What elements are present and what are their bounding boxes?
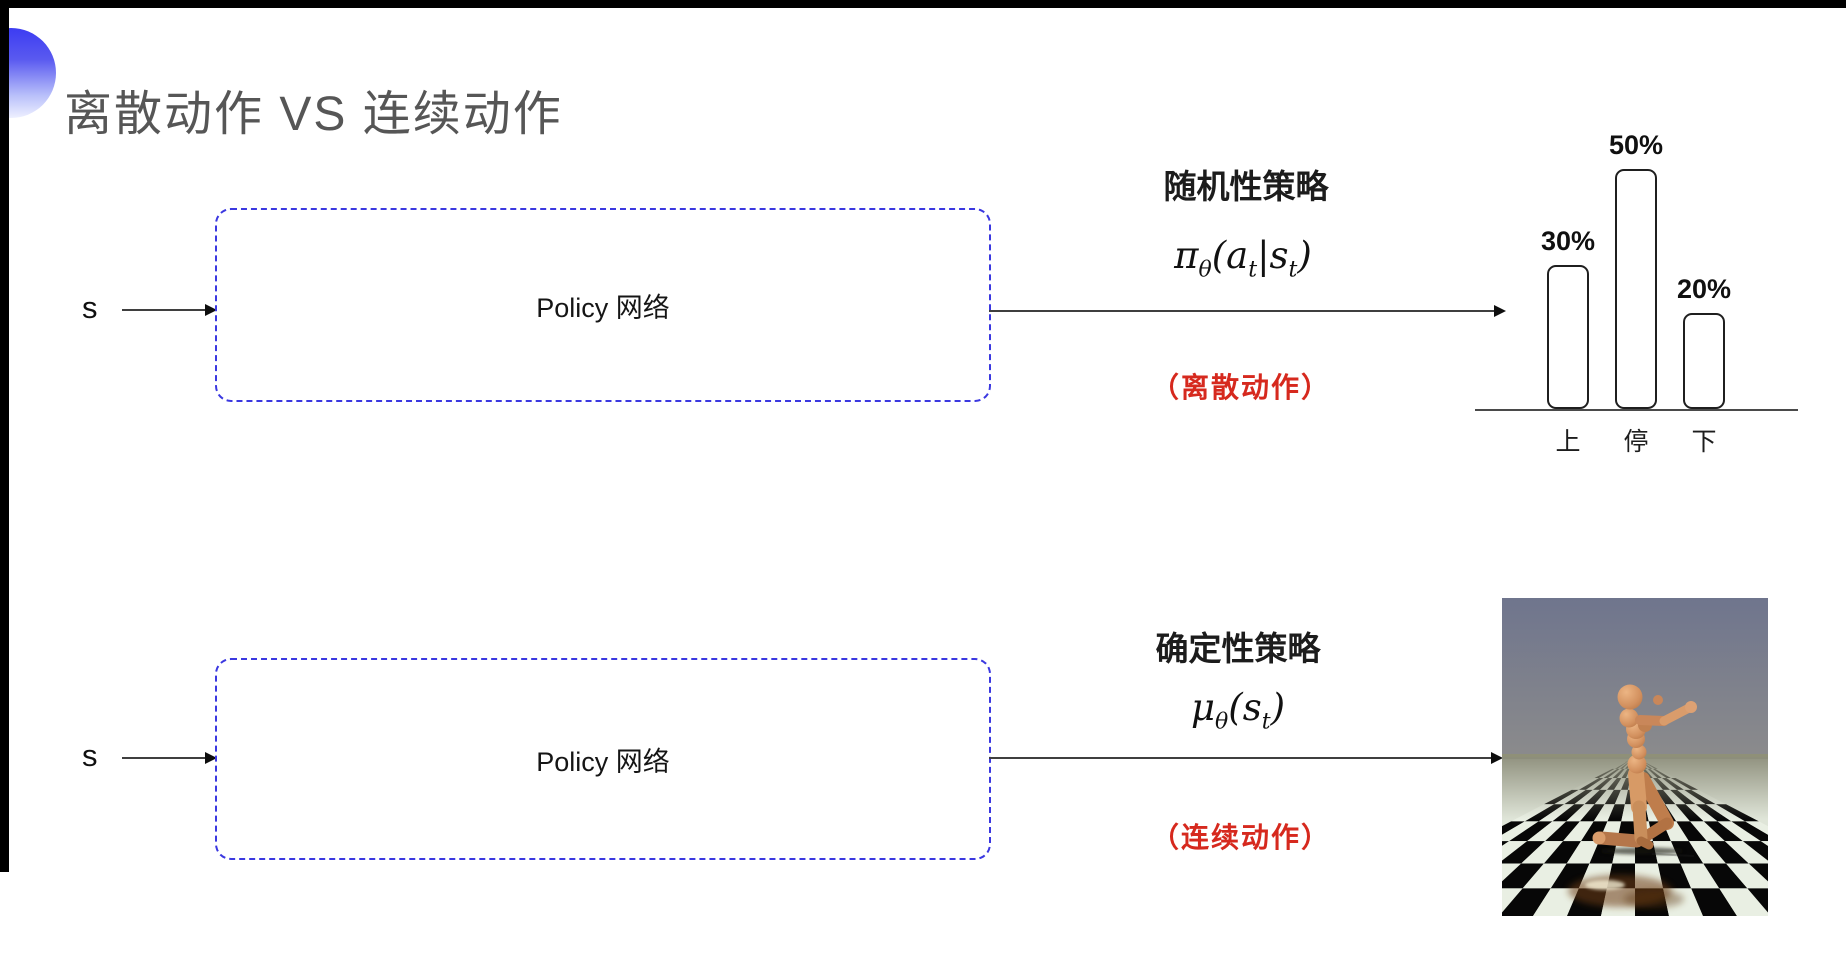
policy-formula-stochastic: πθ(at|st) xyxy=(1174,234,1312,283)
arrow-policy-to-simulation xyxy=(989,752,1503,764)
arrow-line xyxy=(989,310,1495,312)
robot-back-shin xyxy=(1639,817,1673,843)
robot-back-thigh xyxy=(1636,772,1674,830)
humanoid-simulation-image xyxy=(1502,598,1768,916)
action-category-up: 上 xyxy=(1555,428,1581,456)
robot-fist xyxy=(1685,701,1697,713)
chart-baseline xyxy=(1475,409,1798,411)
arrow-state-to-policy-1 xyxy=(122,304,217,316)
policy-formula-deterministic: μθ(st) xyxy=(1190,686,1285,735)
policy-type-title-deterministic: 确定性策略 xyxy=(1155,630,1321,667)
action-type-label-discrete: （离散动作） xyxy=(1150,372,1331,403)
arrow-head-icon xyxy=(205,752,217,764)
robot-upper-chest xyxy=(1619,708,1639,728)
floor-bright-streak xyxy=(1585,880,1625,890)
probability-value-down: 20% xyxy=(1676,274,1732,304)
arrow-line xyxy=(122,757,206,759)
robot-back-foot xyxy=(1594,831,1644,848)
probability-bar-up xyxy=(1547,265,1589,409)
humanoid-simulation-graphic xyxy=(1502,598,1768,916)
robot-pelvis xyxy=(1627,754,1647,774)
probability-bar-down xyxy=(1683,313,1725,409)
robot-waist xyxy=(1631,744,1647,760)
slide-title: 离散动作 VS 连续动作 xyxy=(64,88,563,142)
action-category-stop: 停 xyxy=(1623,428,1649,456)
robot-front-foot xyxy=(1636,836,1654,850)
robot-head xyxy=(1617,684,1643,710)
arrow-policy-to-distribution xyxy=(989,305,1506,317)
floor-warm-reflection-2 xyxy=(1624,890,1684,908)
probability-value-up: 30% xyxy=(1540,226,1596,256)
policy-network-box-deterministic: Policy 网络 xyxy=(215,658,991,860)
slide-left-border xyxy=(0,0,9,872)
robot-back-toe xyxy=(1592,831,1606,845)
probability-value-stop: 50% xyxy=(1608,130,1664,160)
slide-top-border xyxy=(0,0,1846,8)
arrow-line xyxy=(989,757,1492,759)
arrow-head-icon xyxy=(1491,752,1503,764)
robot-far-elbow xyxy=(1653,695,1663,705)
policy-box-label: Policy 网络 xyxy=(536,746,670,777)
robot-front-shin xyxy=(1632,800,1648,845)
action-category-down: 下 xyxy=(1691,428,1717,456)
state-label-stochastic: s xyxy=(82,290,98,325)
arrow-head-icon xyxy=(1494,305,1506,317)
action-type-label-continuous: （连续动作） xyxy=(1150,822,1331,853)
robot-forearm xyxy=(1659,703,1694,726)
arrow-state-to-policy-2 xyxy=(122,752,217,764)
policy-type-title-stochastic: 随机性策略 xyxy=(1163,168,1329,205)
robot-shadow-streak xyxy=(1651,853,1695,857)
arrow-head-icon xyxy=(205,304,217,316)
policy-network-box-stochastic: Policy 网络 xyxy=(215,208,991,402)
state-label-deterministic: s xyxy=(82,738,98,773)
humanoid-robot xyxy=(1592,684,1697,850)
policy-box-label: Policy 网络 xyxy=(536,292,670,323)
robot-shadow xyxy=(1600,847,1684,855)
probability-bar-stop xyxy=(1615,169,1657,409)
arrow-line xyxy=(122,309,206,311)
